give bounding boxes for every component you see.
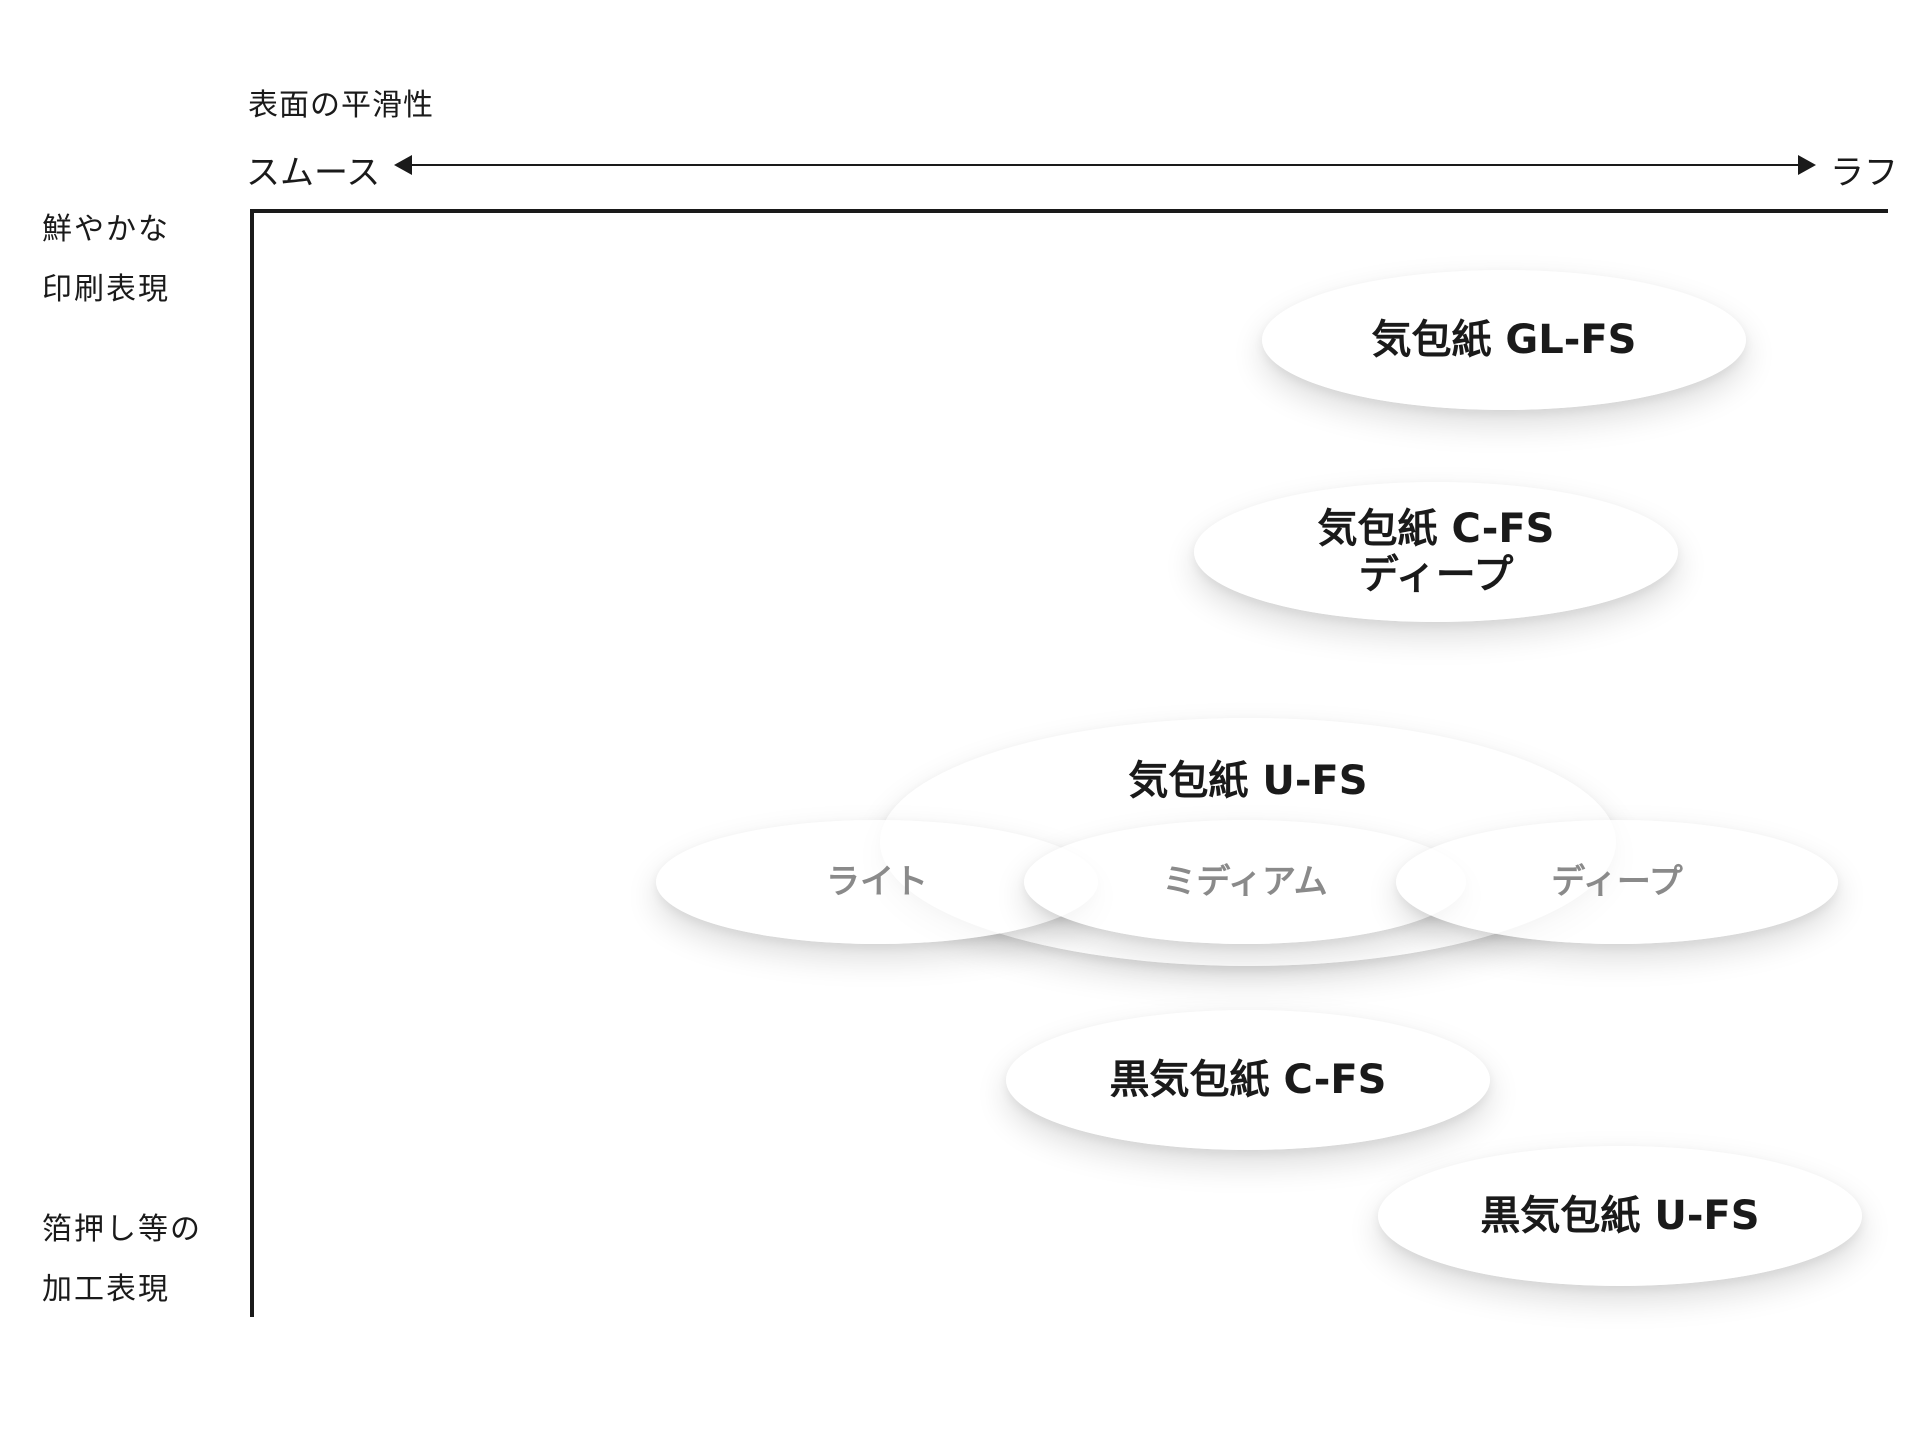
x-axis-left-label: スムース [246,153,381,193]
product-bubble-black-u-fs: 黒気包紙 U-FS [1378,1146,1862,1286]
chart-frame-left [250,209,254,1317]
y-axis-bottom-label-line2: 加工表現 [42,1272,170,1307]
product-label-gl-fs: 気包紙 GL-FS [1371,317,1637,363]
y-axis-top-label-line2: 印刷表現 [42,272,170,307]
product-label-black-u-fs: 黒気包紙 U-FS [1480,1193,1760,1239]
y-axis-top-label: 鮮やかな 印刷表現 [42,200,170,320]
product-bubble-u-fs-deep: ディープ [1396,820,1838,944]
y-axis-top-label-line1: 鮮やかな [42,212,170,247]
product-label-c-fs-deep-line2: ディープ [1358,552,1514,598]
product-bubble-black-c-fs: 黒気包紙 C-FS [1006,1010,1490,1150]
product-bubble-gl-fs: 気包紙 GL-FS [1262,270,1746,410]
y-axis-bottom-label-line1: 箔押し等の [42,1212,202,1247]
product-bubble-c-fs-deep: 気包紙 C-FS ディープ [1194,482,1678,622]
x-axis-title: 表面の平滑性 [248,88,434,123]
y-axis-bottom-label: 箔押し等の 加工表現 [42,1200,202,1320]
product-bubble-u-fs-medium: ミディアム [1024,820,1466,944]
x-axis-arrow-line [396,164,1814,166]
product-label-c-fs-deep-line1: 気包紙 C-FS [1317,506,1555,552]
x-axis-right-label: ラフ [1830,153,1898,193]
chart-frame-top [250,209,1888,213]
arrow-right-icon [1798,155,1816,175]
product-label-black-c-fs: 黒気包紙 C-FS [1109,1057,1387,1103]
product-label-u-fs-deep: ディープ [1551,862,1683,902]
product-label-u-fs: 気包紙 U-FS [1128,758,1368,804]
product-label-u-fs-medium: ミディアム [1162,862,1328,902]
product-label-u-fs-light: ライト [826,862,928,902]
